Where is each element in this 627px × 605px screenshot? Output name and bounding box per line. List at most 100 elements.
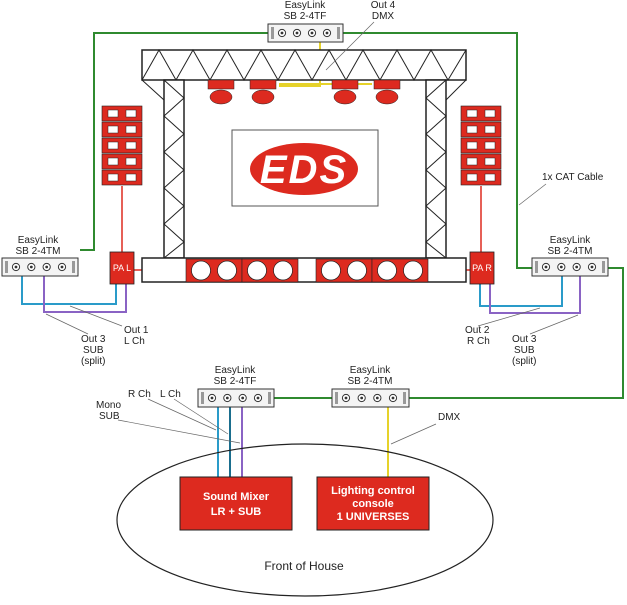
easylink-right-device: EasyLink SB 2-4TM [531, 235, 609, 277]
foh-mono-sub-label: Mono SUB [96, 400, 241, 444]
svg-text:Out 4: Out 4 [371, 0, 396, 11]
lighting-fixtures [207, 79, 401, 105]
svg-text:EasyLink: EasyLink [285, 0, 327, 11]
speaker-cabinet [460, 153, 502, 170]
cat-cable-top-right [343, 32, 532, 269]
right-rch-cable [479, 276, 563, 307]
rj45-port [557, 262, 566, 272]
speaker-cabinet [460, 121, 502, 138]
speaker-cabinet [101, 105, 143, 122]
sound-mixer-box: Sound Mixer LR + SUB [179, 476, 293, 531]
svg-text:Lighting control: Lighting control [331, 485, 415, 497]
easylink-foh-audio-device: EasyLink SB 2-4TF [197, 365, 275, 408]
svg-text:SB 2-4TF: SB 2-4TF [214, 376, 257, 387]
rj45-port [388, 393, 398, 403]
speaker-cabinet [101, 121, 143, 138]
svg-text:EasyLink: EasyLink [18, 235, 60, 246]
speaker-cabinet [101, 169, 143, 186]
top-truss [141, 48, 467, 82]
right-audio-cables [479, 276, 581, 314]
rj45-port [322, 28, 332, 38]
easylink-top-device: EasyLink SB 2-4TF [267, 0, 344, 43]
rj45-port [11, 262, 21, 272]
easylink-device-body [1, 257, 79, 277]
rj45-port [541, 262, 551, 272]
logo-shape [250, 143, 358, 195]
rj45-port [27, 262, 36, 272]
foh-dmx-label: DMX [390, 412, 461, 445]
left-out3-label: Out 3 SUB (split) [45, 313, 106, 367]
svg-text:SUB: SUB [514, 345, 535, 356]
svg-text:SUB: SUB [83, 345, 104, 356]
right-truss-tower [425, 79, 467, 259]
svg-text:EasyLink: EasyLink [550, 235, 592, 246]
rj45-port [572, 262, 581, 272]
pa-left-amp: PA L [109, 251, 135, 285]
cat-cables [80, 32, 624, 399]
rj45-port [277, 28, 287, 38]
foh-lch-label: L Ch [160, 389, 229, 435]
svg-text:SB 2-4TF: SB 2-4TF [284, 11, 327, 22]
svg-text:DMX: DMX [372, 11, 395, 22]
front-of-house-area [116, 443, 494, 597]
rj45-port [357, 393, 366, 403]
rj45-port [238, 393, 247, 403]
svg-text:Out 3: Out 3 [512, 334, 537, 345]
svg-text:L Ch: L Ch [124, 336, 145, 347]
right-out2-label: Out 2 R Ch [465, 307, 541, 347]
left-truss-tower [141, 79, 185, 259]
easylink-foh-light-device: EasyLink SB 2-4TM [331, 365, 410, 408]
rj45-port [341, 393, 351, 403]
svg-text:Out 2: Out 2 [465, 325, 490, 336]
moving-head-light [331, 79, 359, 105]
subwoofer [185, 258, 243, 283]
foh-rch-label: R Ch [128, 389, 217, 431]
speaker-cabinet [101, 153, 143, 170]
cat-cable-right-foh [409, 267, 624, 399]
svg-text:PA L: PA L [113, 263, 131, 273]
svg-text:Out 3: Out 3 [81, 334, 106, 345]
speaker-cabinet [460, 137, 502, 154]
svg-text:LR + SUB: LR + SUB [211, 506, 261, 518]
svg-text:R Ch: R Ch [467, 336, 490, 347]
easylink-device-body [267, 23, 344, 43]
svg-text:SB 2-4TM: SB 2-4TM [347, 376, 392, 387]
left-lch-cable [21, 276, 117, 305]
subwoofer [241, 258, 299, 283]
rj45-port [587, 262, 597, 272]
rj45-port [57, 262, 67, 272]
logo-text: EDS [260, 148, 348, 192]
svg-text:L Ch: L Ch [160, 389, 181, 400]
svg-text:(split): (split) [81, 356, 105, 367]
svg-text:console: console [352, 498, 394, 510]
svg-text:EasyLink: EasyLink [350, 365, 392, 376]
lighting-console-box: Lighting control console 1 UNIVERSES [316, 476, 430, 531]
svg-text:PA R: PA R [472, 263, 492, 273]
svg-text:EasyLink: EasyLink [215, 365, 257, 376]
easylink-device-body [197, 388, 275, 408]
svg-text:1 UNIVERSES: 1 UNIVERSES [337, 511, 410, 523]
right-sub-cable [489, 276, 581, 314]
out4-dmx-label: Out 4 DMX [325, 0, 396, 71]
speaker-cabinet [460, 169, 502, 186]
subwoofer [315, 258, 373, 283]
stage-screen: EDS [231, 129, 379, 207]
right-speaker-stack [460, 105, 502, 186]
svg-text:R Ch: R Ch [128, 389, 151, 400]
svg-text:1x CAT Cable: 1x CAT Cable [542, 172, 604, 183]
speaker-cabinet [460, 105, 502, 122]
svg-text:SB 2-4TM: SB 2-4TM [15, 246, 60, 257]
svg-text:SUB: SUB [99, 411, 120, 422]
moving-head-light [207, 79, 235, 105]
rj45-port [223, 393, 232, 403]
subwoofer [371, 258, 429, 283]
cat-cable-top-left [80, 32, 268, 251]
right-out3-label: Out 3 SUB (split) [512, 314, 579, 367]
easylink-device-body [331, 388, 410, 408]
rj45-port [307, 28, 317, 38]
speaker-cabinet [101, 137, 143, 154]
svg-text:Out 1: Out 1 [124, 325, 149, 336]
svg-text:(split): (split) [512, 356, 536, 367]
svg-text:Sound Mixer: Sound Mixer [203, 491, 270, 503]
